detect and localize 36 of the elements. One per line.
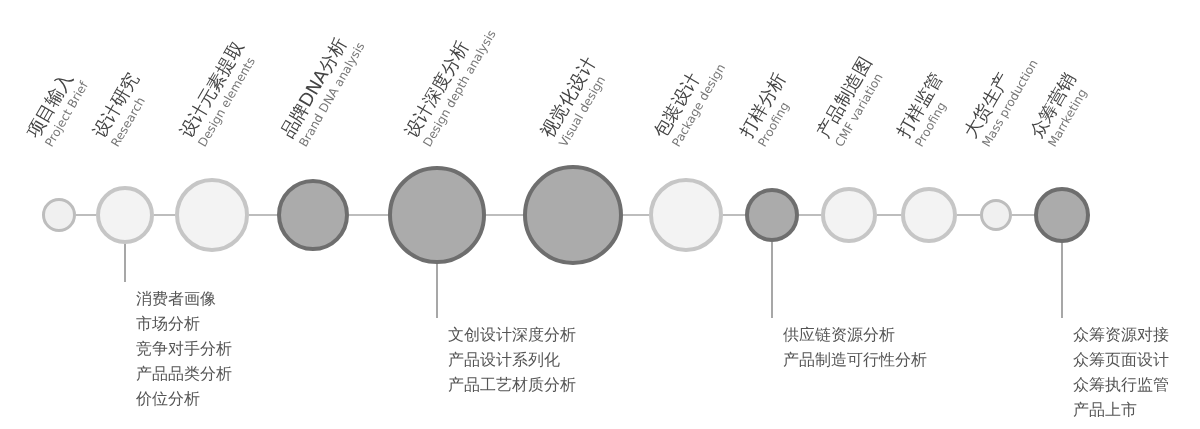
list-item: 众筹资源对接 [1073,324,1169,346]
list-item: 产品制造可行性分析 [783,349,927,371]
connector-line [956,214,981,216]
connector-line [153,214,176,216]
connector-line [798,214,822,216]
list-item: 产品设计系列化 [448,349,560,371]
connector-line [876,214,902,216]
list-item: 竞争对手分析 [136,338,232,360]
timeline-circle [821,187,877,243]
timeline-circle [745,188,799,242]
list-item: 供应链资源分析 [783,324,895,346]
list-item: 消费者画像 [136,288,216,310]
leader-line [436,263,438,319]
leader-line [771,241,773,319]
list-item: 产品工艺材质分析 [448,374,576,396]
timeline-circle [42,198,76,232]
timeline-circle [901,187,957,243]
list-item: 文创设计深度分析 [448,324,576,346]
connector-line [1011,214,1035,216]
connector-line [722,214,746,216]
connector-line [348,214,389,216]
connector-line [75,214,97,216]
connector-line [622,214,650,216]
timeline-circle [1034,187,1090,243]
list-item: 价位分析 [136,388,200,410]
list-item: 市场分析 [136,313,200,335]
leader-line [1061,242,1063,319]
timeline-circle [96,186,154,244]
leader-line [124,243,126,283]
list-item: 众筹页面设计 [1073,349,1169,371]
list-item: 众筹执行监管 [1073,374,1169,396]
connector-line [248,214,278,216]
timeline-circle [980,199,1012,231]
list-item: 产品品类分析 [136,363,232,385]
connector-line [485,214,524,216]
list-item: 产品上市 [1073,399,1137,421]
